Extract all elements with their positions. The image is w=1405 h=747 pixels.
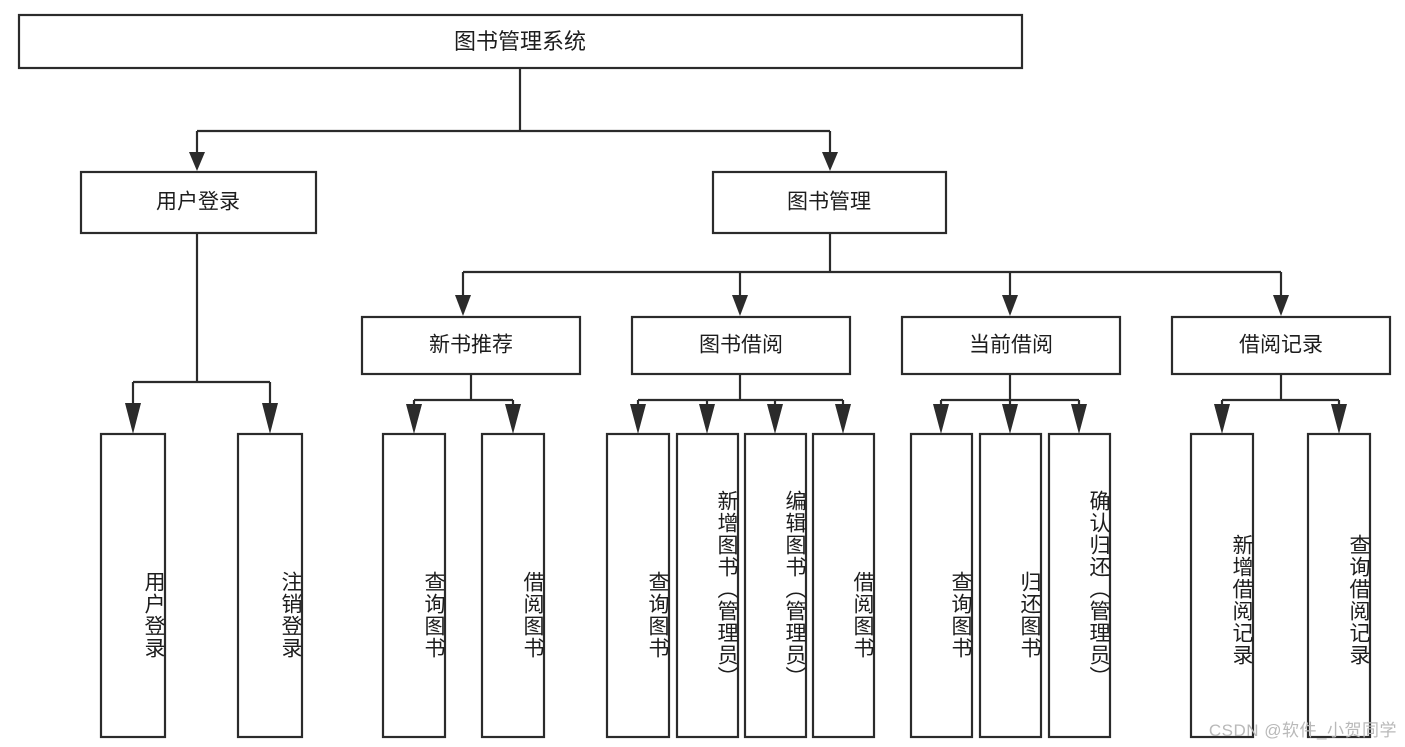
node-new-book-recommend[interactable]: 新书推荐 xyxy=(360,315,582,376)
arrow-newbook-leaf-2 xyxy=(505,404,521,434)
connector-group-root xyxy=(189,68,838,171)
node-root-book-management-system[interactable]: 图书管理系统 xyxy=(17,13,1024,70)
arrow-currentborrow-leaf-3 xyxy=(1071,404,1087,434)
root-box-shape xyxy=(17,13,1024,70)
leaf-add-borrow-record-shape[interactable] xyxy=(1189,432,1255,739)
book-management-box-shape xyxy=(711,170,948,235)
arrow-bookborrow-leaf-4 xyxy=(835,404,851,434)
csdn-watermark: CSDN @软件_小贺同学 xyxy=(1208,721,1397,740)
leaf-query-book-borrow-shape[interactable] xyxy=(605,432,671,739)
node-book-management[interactable]: 图书管理 xyxy=(711,170,948,235)
arrow-borrowrecord-leaf-1 xyxy=(1214,404,1230,434)
arrow-user-login-leaf-2 xyxy=(262,403,278,434)
user-login-box-shape xyxy=(79,170,318,235)
connector-group-book-management xyxy=(455,233,1289,316)
arrow-user-login-leaf-1 xyxy=(125,403,141,434)
arrow-root-to-user-login xyxy=(189,152,205,171)
node-borrow-record[interactable]: 借阅记录 xyxy=(1170,315,1392,376)
arrow-borrowrecord-leaf-2 xyxy=(1331,404,1347,434)
connector-group-borrow-record xyxy=(1214,374,1347,434)
arrow-bm-to-book-borrow xyxy=(732,295,748,316)
arrow-currentborrow-leaf-2 xyxy=(1002,404,1018,434)
book-management-box-label: 图书管理 xyxy=(787,191,871,214)
new-book-recommend-box-label: 新书推荐 xyxy=(429,334,513,357)
user-login-box-label: 用户登录 xyxy=(156,191,240,214)
leaf-query-book-recommend-shape[interactable] xyxy=(381,432,447,739)
connector-group-book-borrow xyxy=(630,374,851,434)
arrow-bm-to-current-borrow xyxy=(1002,295,1018,316)
root-box-label: 图书管理系统 xyxy=(454,29,586,54)
leaf-logout-shape[interactable] xyxy=(236,432,304,739)
borrow-record-box-shape xyxy=(1170,315,1392,376)
leaf-query-borrow-record-shape[interactable] xyxy=(1306,432,1372,739)
leaf-user-login-shape[interactable] xyxy=(99,432,167,739)
arrow-bm-to-borrow-record xyxy=(1273,295,1289,316)
leaf-borrow-book-shape[interactable] xyxy=(811,432,876,739)
arrow-bm-to-new-book xyxy=(455,295,471,316)
node-user-login[interactable]: 用户登录 xyxy=(79,170,318,235)
connector-group-new-book-recommend xyxy=(406,374,521,434)
arrow-root-to-book-management xyxy=(822,152,838,171)
leaf-return-book-shape[interactable] xyxy=(978,432,1043,739)
connector-group-user-login xyxy=(125,233,278,434)
leaf-borrow-book-recommend-shape[interactable] xyxy=(480,432,546,739)
arrow-bookborrow-leaf-1 xyxy=(630,404,646,434)
arrow-currentborrow-leaf-1 xyxy=(933,404,949,434)
leaf-query-book-current-shape[interactable] xyxy=(909,432,974,739)
connector-group-current-borrow xyxy=(933,374,1087,434)
new-book-recommend-box-shape xyxy=(360,315,582,376)
leaf-confirm-return-admin-shape[interactable] xyxy=(1047,432,1112,739)
leaf-add-book-admin-shape[interactable] xyxy=(675,432,740,739)
arrow-bookborrow-leaf-3 xyxy=(767,404,783,434)
node-book-borrow[interactable]: 图书借阅 xyxy=(630,315,852,376)
book-borrow-box-shape xyxy=(630,315,852,376)
borrow-record-box-label: 借阅记录 xyxy=(1239,334,1323,357)
arrow-bookborrow-leaf-2 xyxy=(699,404,715,434)
book-borrow-box-label: 图书借阅 xyxy=(699,334,783,357)
current-borrow-box-label: 当前借阅 xyxy=(969,334,1053,357)
node-current-borrow[interactable]: 当前借阅 xyxy=(900,315,1122,376)
current-borrow-box-shape xyxy=(900,315,1122,376)
arrow-newbook-leaf-1 xyxy=(406,404,422,434)
leaf-edit-book-admin-shape[interactable] xyxy=(743,432,808,739)
